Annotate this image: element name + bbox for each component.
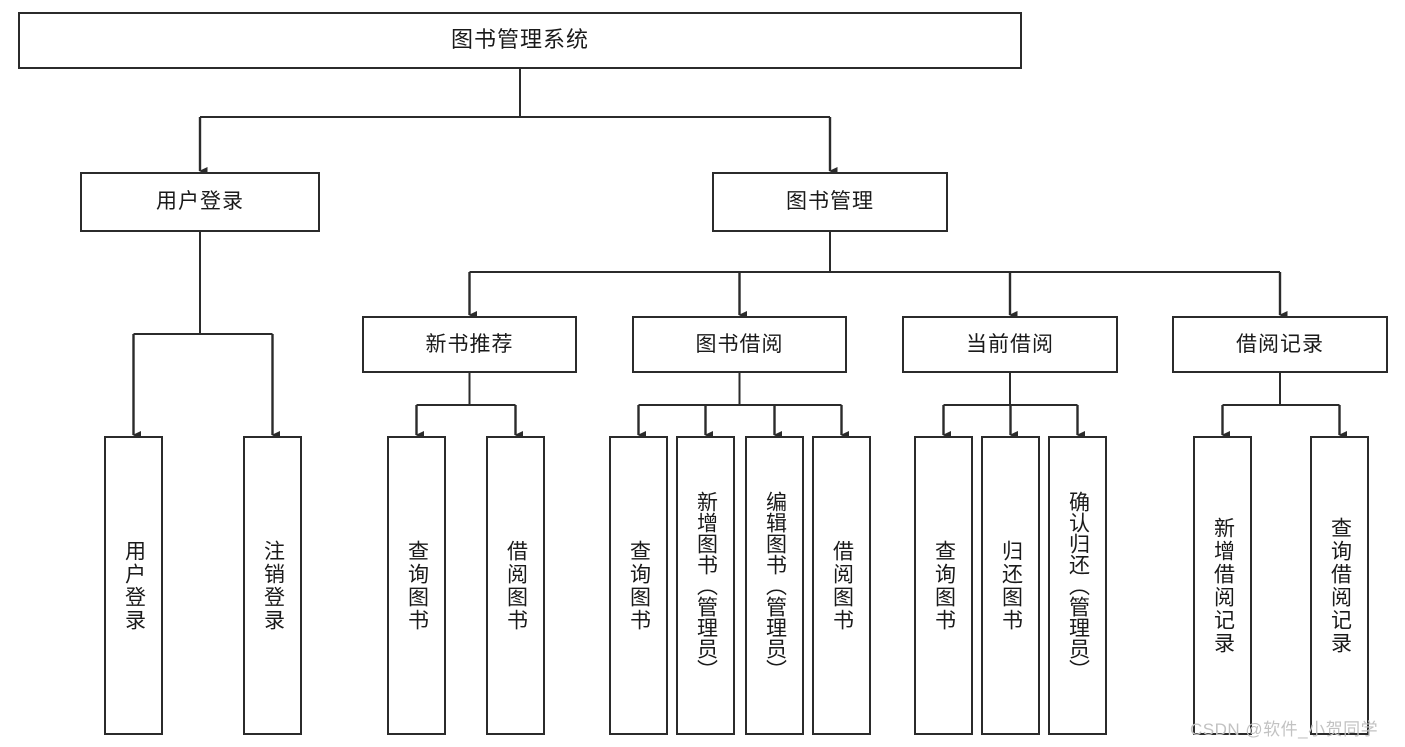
node-book-borrow[interactable]: 图书借阅 (632, 316, 847, 373)
node-leaf-query-borrow-record[interactable]: 查询借阅记录 (1310, 436, 1369, 735)
node-label-leaf-edit-book-admin: 编辑图书（管理员） (763, 491, 787, 680)
node-label-leaf-add-borrow-record: 新增借阅记录 (1211, 516, 1235, 655)
node-leaf-edit-book-admin[interactable]: 编辑图书（管理员） (745, 436, 804, 735)
node-label-leaf-return-books: 归还图书 (999, 539, 1023, 632)
node-label-current-borrow: 当前借阅 (966, 332, 1054, 356)
node-label-leaf-query-books-3: 查询图书 (932, 539, 956, 632)
node-label-book-borrow: 图书借阅 (695, 332, 784, 356)
node-label-leaf-borrow-books-2: 借阅图书 (830, 539, 854, 632)
node-label-user-login: 用户登录 (156, 190, 244, 214)
node-label-leaf-borrow-books-1: 借阅图书 (504, 539, 528, 632)
node-leaf-user-login[interactable]: 用户登录 (104, 436, 163, 735)
watermark-text: CSDN @软件_小贺同学 (1190, 720, 1379, 739)
node-label-leaf-logout: 注销登录 (261, 539, 285, 632)
node-leaf-add-book-admin[interactable]: 新增图书（管理员） (676, 436, 735, 735)
node-book-management[interactable]: 图书管理 (712, 172, 948, 232)
node-leaf-borrow-books-1[interactable]: 借阅图书 (486, 436, 545, 735)
node-label-book-management: 图书管理 (786, 190, 874, 214)
node-label-borrow-records: 借阅记录 (1236, 332, 1324, 356)
node-leaf-query-books-1[interactable]: 查询图书 (387, 436, 446, 735)
node-label-root: 图书管理系统 (450, 27, 589, 53)
node-root[interactable]: 图书管理系统 (18, 12, 1022, 69)
node-leaf-confirm-return-admin[interactable]: 确认归还（管理员） (1048, 436, 1107, 735)
node-label-leaf-add-book-admin: 新增图书（管理员） (694, 491, 718, 680)
node-current-borrow[interactable]: 当前借阅 (902, 316, 1118, 373)
node-leaf-query-books-3[interactable]: 查询图书 (914, 436, 973, 735)
node-user-login[interactable]: 用户登录 (80, 172, 320, 232)
node-label-leaf-query-books-2: 查询图书 (627, 539, 651, 632)
node-borrow-records[interactable]: 借阅记录 (1172, 316, 1388, 373)
node-label-leaf-query-borrow-record: 查询借阅记录 (1328, 516, 1352, 655)
node-leaf-return-books[interactable]: 归还图书 (981, 436, 1040, 735)
connector-lines (132, 69, 1348, 440)
node-leaf-add-borrow-record[interactable]: 新增借阅记录 (1193, 436, 1252, 735)
node-leaf-borrow-books-2[interactable]: 借阅图书 (812, 436, 871, 735)
node-leaf-logout[interactable]: 注销登录 (243, 436, 302, 735)
node-label-leaf-user-login: 用户登录 (122, 539, 146, 632)
node-new-book-recommend[interactable]: 新书推荐 (362, 316, 577, 373)
node-label-new-book-recommend: 新书推荐 (425, 332, 514, 356)
node-label-leaf-query-books-1: 查询图书 (405, 539, 429, 632)
node-leaf-query-books-2[interactable]: 查询图书 (609, 436, 668, 735)
node-label-leaf-confirm-return-admin: 确认归还（管理员） (1066, 491, 1090, 680)
